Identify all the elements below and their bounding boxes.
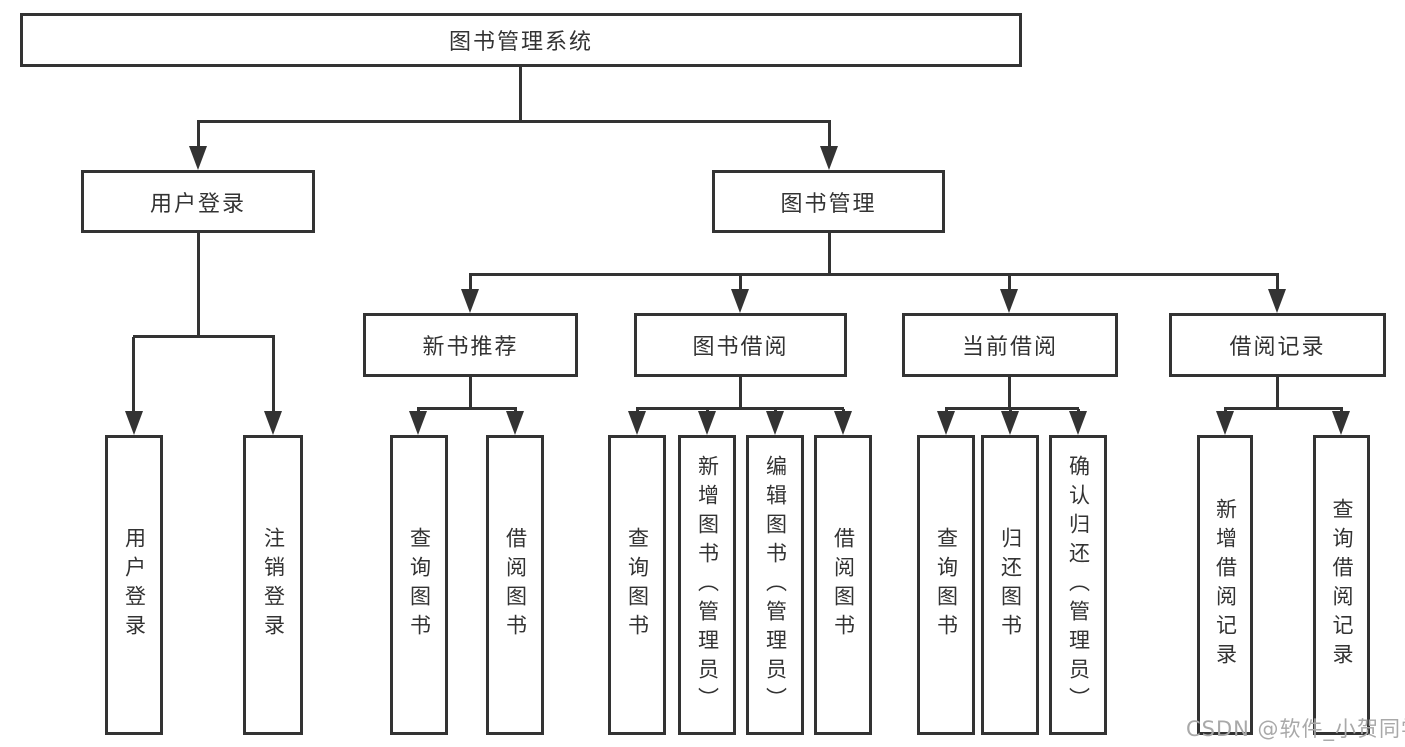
connector-bus-current-borrow <box>945 407 1079 410</box>
connector-trunk-new-book-rec <box>469 377 472 409</box>
arrow-down-icon <box>628 411 646 435</box>
arrow-down-icon <box>1216 411 1234 435</box>
connector-trunk-borrow-record <box>1276 377 1279 409</box>
connector-stem <box>272 337 275 413</box>
leaf-borrow-books-recommend: 借阅图书 <box>486 435 544 735</box>
arrow-down-icon <box>506 411 524 435</box>
connector-trunk-book-mgmt <box>828 233 831 275</box>
arrow-down-icon <box>1001 411 1019 435</box>
arrow-down-icon <box>1069 411 1087 435</box>
leaf-add-books-admin: 新增图书（管理员） <box>678 435 736 735</box>
leaf-label: 确认归还（管理员） <box>1066 454 1091 716</box>
connector-stem <box>197 122 200 148</box>
leaf-user-login: 用户登录 <box>105 435 163 735</box>
node-book-borrowing: 图书借阅 <box>634 313 847 377</box>
arrow-down-icon <box>731 289 749 313</box>
arrow-down-icon <box>264 411 282 435</box>
connector-stem <box>828 122 831 148</box>
arrow-down-icon <box>461 289 479 313</box>
leaf-query-books-borrowing: 查询图书 <box>608 435 666 735</box>
arrow-down-icon <box>1332 411 1350 435</box>
arrow-down-icon <box>125 411 143 435</box>
leaf-query-borrow-record: 查询借阅记录 <box>1313 435 1370 735</box>
connector-bus-borrow-record <box>1224 407 1343 410</box>
leaf-edit-books-admin: 编辑图书（管理员） <box>746 435 804 735</box>
connector-trunk-current-borrow <box>1008 377 1011 409</box>
leaf-borrow-books-borrowing: 借阅图书 <box>814 435 872 735</box>
connector-trunk-root <box>519 67 522 123</box>
connector-bus-book-mgmt <box>469 273 1279 276</box>
leaf-label: 新增图书（管理员） <box>695 454 720 716</box>
connector-bus-book-borrow <box>636 407 844 410</box>
leaf-label: 用户登录 <box>122 527 147 643</box>
leaf-query-books-recommend: 查询图书 <box>390 435 448 735</box>
arrow-down-icon <box>766 411 784 435</box>
leaf-label: 查询图书 <box>934 527 959 643</box>
leaf-add-borrow-record: 新增借阅记录 <box>1197 435 1253 735</box>
leaf-label: 查询图书 <box>407 527 432 643</box>
leaf-label: 借阅图书 <box>503 527 528 643</box>
leaf-label: 归还图书 <box>998 527 1023 643</box>
leaf-label: 编辑图书（管理员） <box>763 454 788 716</box>
node-new-book-recommend: 新书推荐 <box>363 313 578 377</box>
connector-bus-new-book-rec <box>417 407 517 410</box>
leaf-return-books: 归还图书 <box>981 435 1039 735</box>
node-user-login: 用户登录 <box>81 170 315 233</box>
node-label: 当前借阅 <box>961 335 1058 360</box>
connector-bus-root <box>197 120 831 123</box>
leaf-confirm-return-admin: 确认归还（管理员） <box>1049 435 1107 735</box>
arrow-down-icon <box>1000 289 1018 313</box>
connector-stem <box>1276 275 1279 291</box>
csdn-watermark: CSDN @软件_小贺同学 <box>1186 717 1405 741</box>
node-label: 新书推荐 <box>422 335 519 360</box>
connector-bus-user-login <box>133 335 275 338</box>
leaf-query-books-current: 查询图书 <box>917 435 975 735</box>
leaf-label: 查询借阅记录 <box>1330 498 1354 672</box>
arrow-down-icon <box>409 411 427 435</box>
connector-trunk-user-login <box>197 233 200 337</box>
connector-stem <box>132 337 135 413</box>
node-current-borrowing: 当前借阅 <box>902 313 1118 377</box>
leaf-logout: 注销登录 <box>243 435 303 735</box>
arrow-down-icon <box>937 411 955 435</box>
node-label: 图书管理系统 <box>448 30 593 55</box>
connector-trunk-book-borrow <box>739 377 742 409</box>
arrow-down-icon <box>820 146 838 170</box>
node-label: 借阅记录 <box>1229 335 1326 360</box>
arrow-down-icon <box>698 411 716 435</box>
leaf-label: 注销登录 <box>261 527 286 643</box>
leaf-label: 新增借阅记录 <box>1213 498 1238 672</box>
connector-stem <box>1008 275 1011 291</box>
arrow-down-icon <box>189 146 207 170</box>
node-book-management: 图书管理 <box>712 170 945 233</box>
node-label: 图书借阅 <box>692 335 789 360</box>
node-label: 图书管理 <box>780 191 877 217</box>
arrow-down-icon <box>834 411 852 435</box>
node-borrowing-records: 借阅记录 <box>1169 313 1386 377</box>
arrow-down-icon <box>1268 289 1286 313</box>
node-library-system: 图书管理系统 <box>20 13 1022 67</box>
leaf-label: 借阅图书 <box>831 527 856 643</box>
node-label: 用户登录 <box>149 191 246 217</box>
connector-stem <box>739 275 742 291</box>
leaf-label: 查询图书 <box>625 527 650 643</box>
connector-stem <box>469 275 472 291</box>
